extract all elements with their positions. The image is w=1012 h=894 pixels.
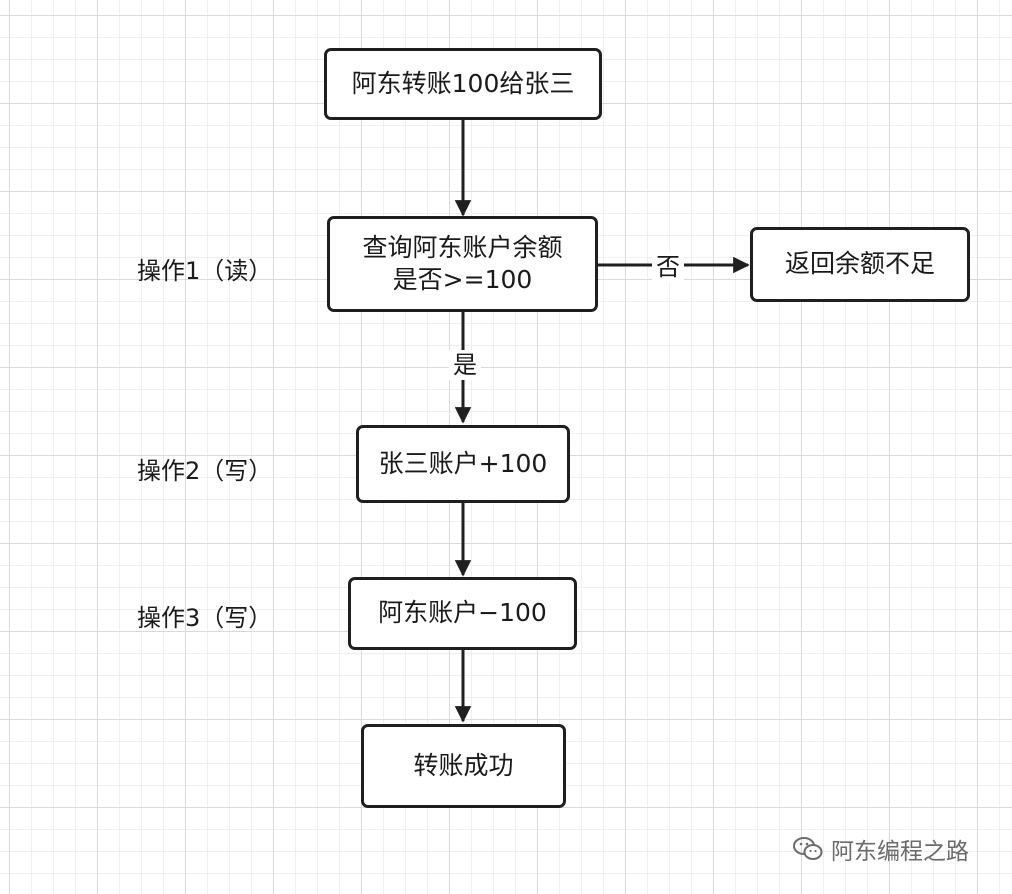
edge-label-no: 否 [652,252,684,282]
node-start: 阿东转账100给张三 [324,48,602,120]
node-check-balance: 查询阿东账户余额 是否>=100 [327,216,598,312]
node-debit-adong: 阿东账户−100 [348,577,577,650]
node-insufficient-balance: 返回余额不足 [750,227,970,302]
step-label-op1: 操作1（读） [137,257,273,285]
watermark-text: 阿东编程之路 [831,839,969,865]
wechat-icon [793,837,823,860]
watermark: 阿东编程之路 [793,832,969,866]
step-label-op2: 操作2（写） [137,457,273,485]
node-credit-zhangsan: 张三账户+100 [356,425,570,503]
node-transfer-success: 转账成功 [361,724,566,808]
step-label-op3: 操作3（写） [137,604,273,632]
edge-label-yes: 是 [449,350,481,380]
